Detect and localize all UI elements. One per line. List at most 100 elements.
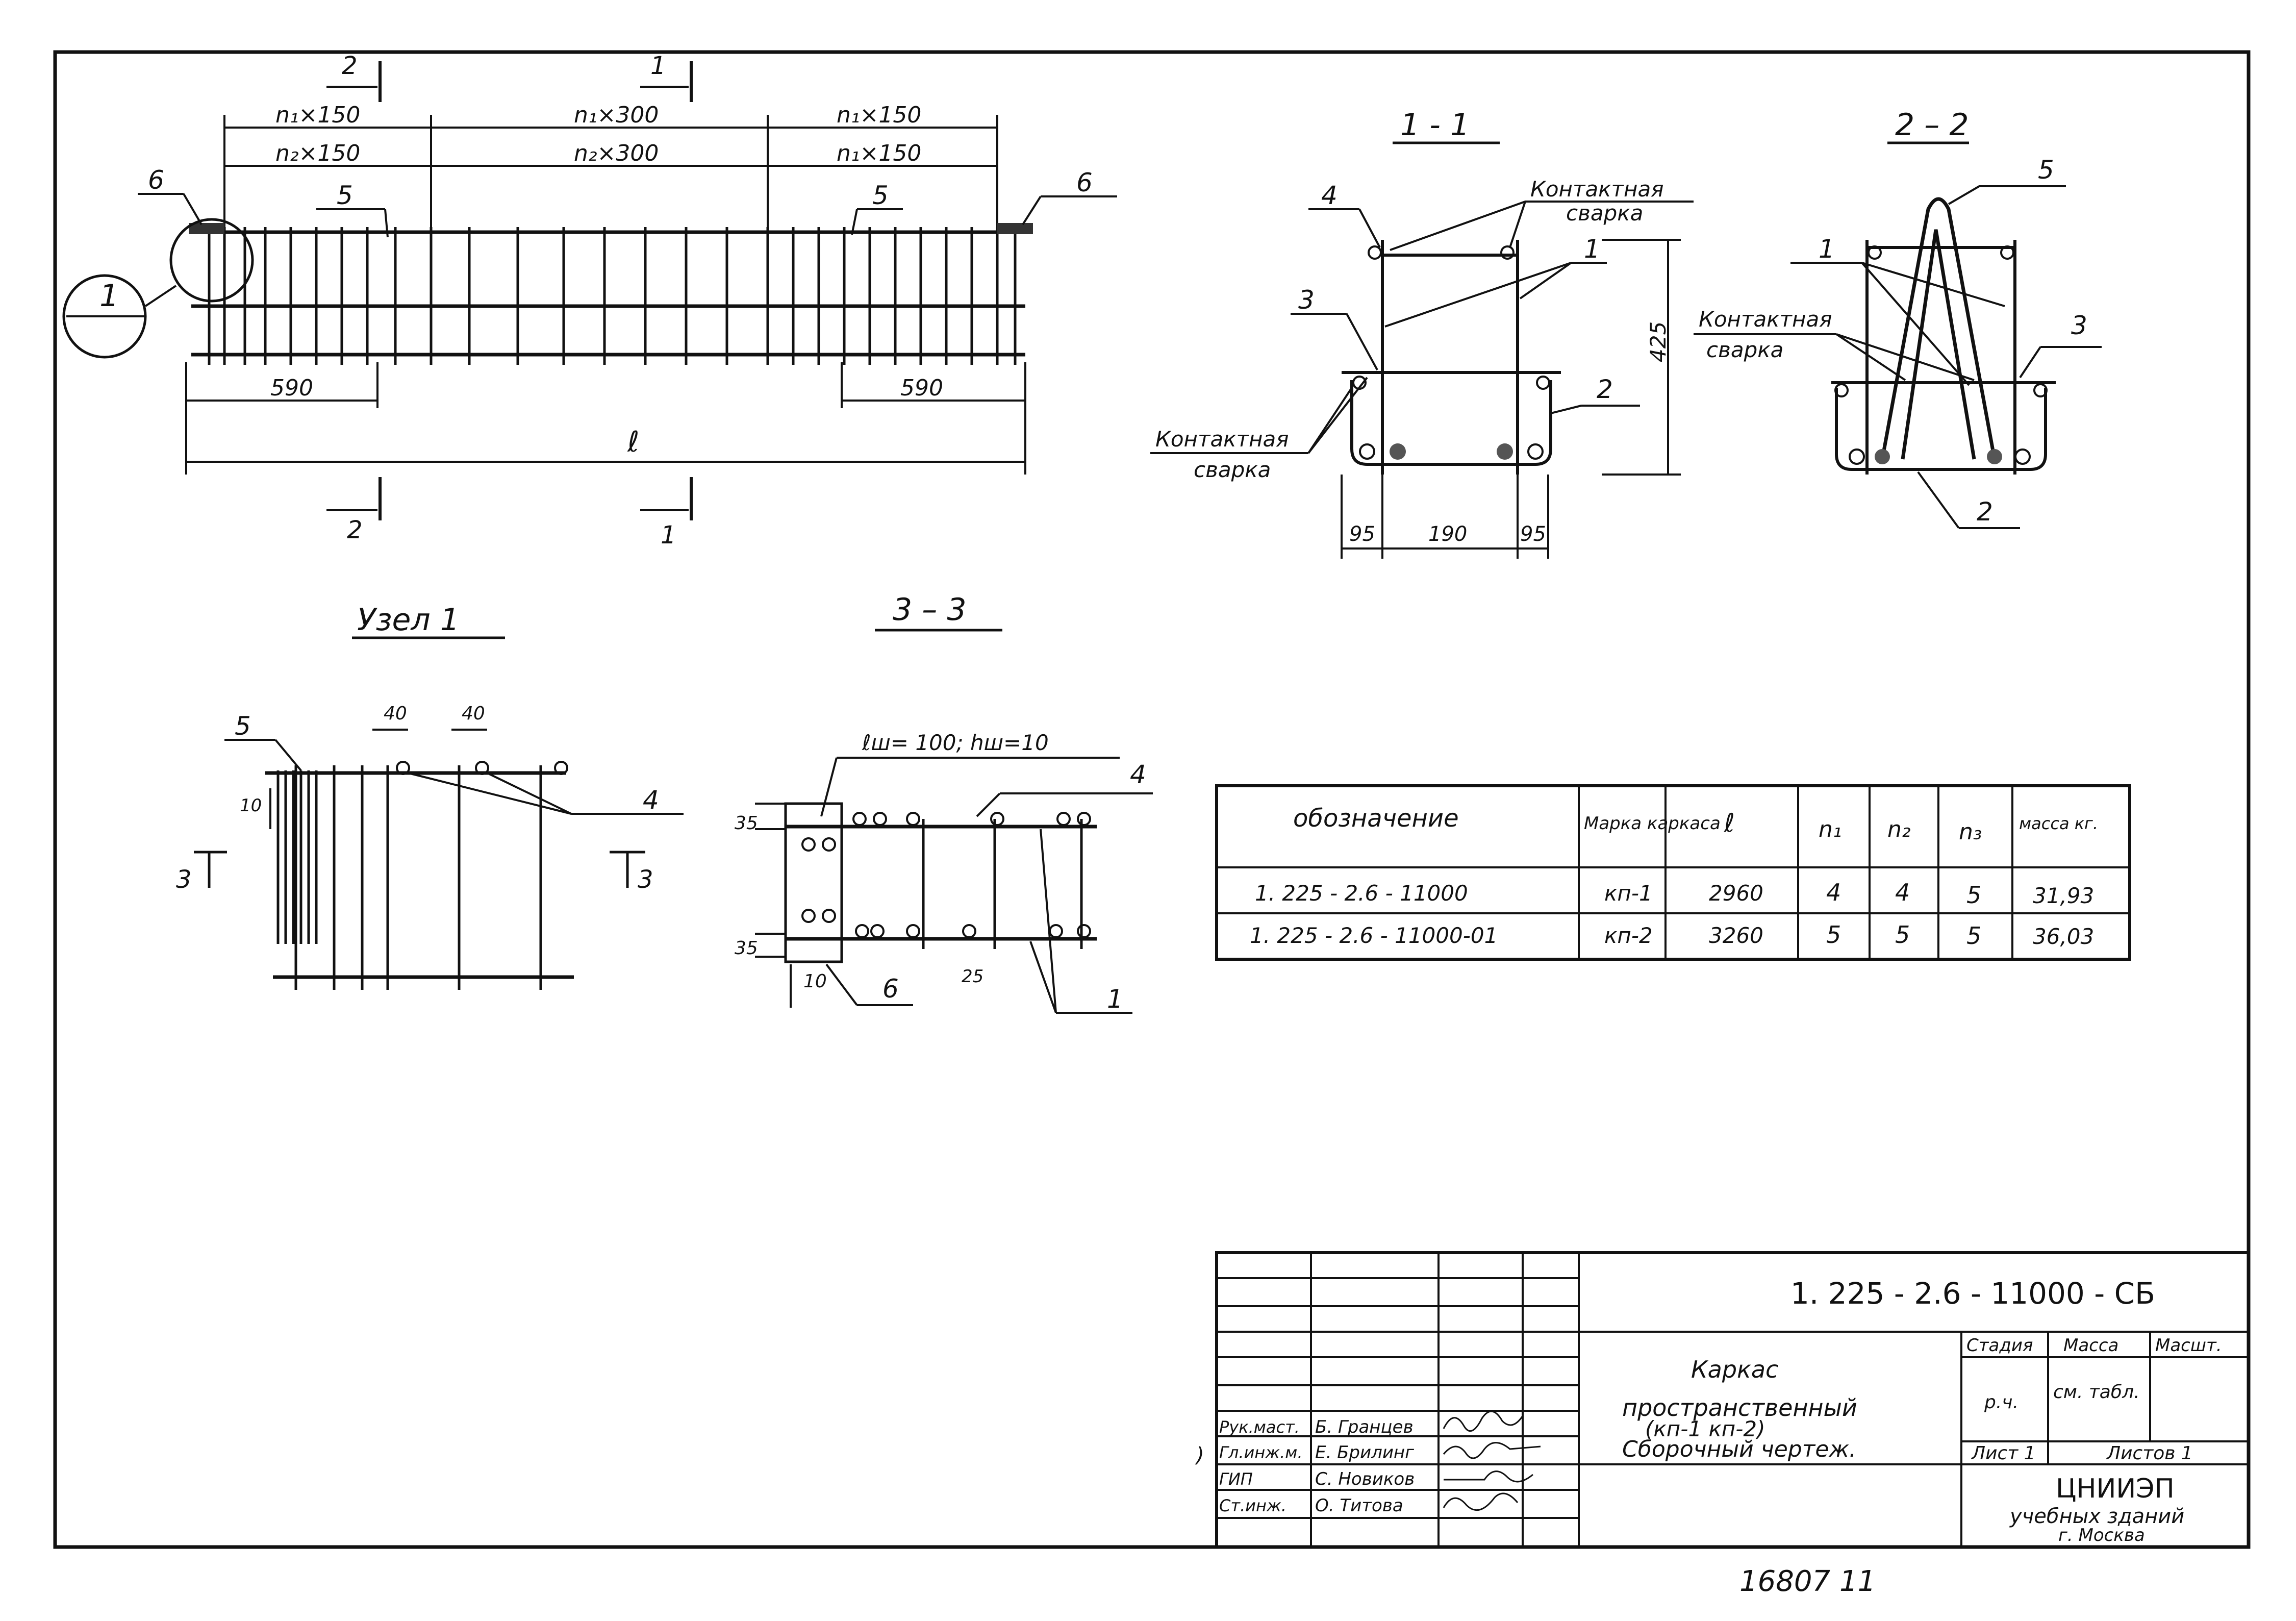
spec-r1-n3: 5 (1966, 881, 1981, 909)
stage-value: р.ч. (1984, 1392, 2019, 1413)
s11-dim-height: 425 (1646, 321, 1671, 362)
title-line-1: Каркас (1691, 1356, 1778, 1383)
s33-label-6: 6 (882, 974, 899, 1004)
s33-dim-35-top: 35 (735, 813, 758, 834)
s33-label-1: 1 (1107, 984, 1123, 1014)
spec-header-designation: обозначение (1293, 804, 1459, 833)
spec-r2-l: 3260 (1709, 923, 1763, 948)
node-1-highlight (169, 218, 254, 303)
signature-1 (1443, 1410, 1524, 1432)
staff-name-4: О. Титова (1315, 1495, 1403, 1516)
staff-role-4: Ст.инж. (1219, 1496, 1286, 1515)
s11-label-4: 4 (1321, 181, 1338, 210)
spec-header-n2: n₂ (1887, 816, 1911, 842)
node-1-label-4: 4 (643, 785, 659, 815)
node-1-number: 1 (99, 278, 119, 314)
org-name: ЦНИИЭП (2056, 1474, 2175, 1504)
s11-weld-bottom-2: сварка (1194, 457, 1271, 482)
section-2-2-title: 2 – 2 (1895, 107, 1969, 143)
spec-header-n1: n₁ (1819, 816, 1842, 842)
dim-n1-150-right: n₁×150 (837, 102, 921, 128)
dim-590-left: 590 (270, 375, 313, 401)
node-1-detail: Узел 1 5 40 40 10 4 3 3 (176, 602, 684, 990)
section-mark-2-top: 2 (342, 52, 358, 80)
spec-r2-mass: 36,03 (2033, 924, 2094, 949)
s22-label-3: 3 (2071, 311, 2087, 340)
s11-weld-bottom-1: Контактная (1155, 427, 1289, 452)
scale-header: Масшт. (2155, 1335, 2222, 1356)
s33-dim-35-bottom: 35 (735, 938, 758, 959)
footer-number: 16807 11 (1739, 1565, 1876, 1598)
s33-dim-10: 10 (803, 971, 827, 992)
s11-dim-95-right: 95 (1520, 522, 1546, 546)
spec-r2-n1: 5 (1826, 921, 1841, 949)
s22-weld-2: сварка (1706, 337, 1783, 362)
staff-name-2: Е. Брилинг (1315, 1442, 1415, 1463)
spec-r1-mass: 31,93 (2033, 883, 2094, 908)
node-1-dim-10: 10 (240, 795, 262, 816)
section-mark-1-bottom: 1 (661, 521, 676, 550)
section-3-3: 3 – 3 ℓш= 100; hш=10 4 6 1 35 (735, 592, 1153, 1014)
dim-n1-300: n₁×300 (574, 102, 659, 128)
s11-weld-top-1: Контактная (1530, 177, 1663, 202)
title-line-3: (кп-1 кп-2) (1645, 1416, 1765, 1441)
org-sub-1: учебных зданий (2009, 1505, 2184, 1528)
dim-590-right: 590 (900, 375, 943, 401)
section-mark-2-bottom: 2 (347, 516, 363, 544)
staff-name-1: Б. Гранцев (1315, 1417, 1414, 1437)
end-plate-right (997, 223, 1033, 234)
spec-r1-n2: 4 (1895, 879, 1910, 906)
node-1-label-5: 5 (235, 711, 251, 741)
dim-n2-150: n₂×150 (275, 140, 360, 166)
s33-weld-note: ℓш= 100; hш=10 (862, 730, 1049, 755)
doc-code: 1. 225 - 2.6 - 11000 - СБ (1790, 1276, 2155, 1311)
node-1-section-3-right: 3 (638, 865, 653, 894)
node-1-dim-40b: 40 (462, 703, 485, 724)
callout-plate-left: 6 (148, 165, 164, 195)
spec-header-mark: Марка каркаса (1584, 813, 1721, 834)
spec-r1-mark: кп-1 (1604, 881, 1653, 906)
staff-role-2: Гл.инж.м. (1219, 1443, 1302, 1462)
end-plate-left (189, 223, 224, 234)
s22-label-5: 5 (2038, 155, 2054, 185)
section-1-1-title: 1 - 1 (1400, 107, 1470, 143)
main-elevation: n₁×150 n₁×300 n₁×150 n₂×150 n₂×300 n₁×15… (62, 52, 1117, 550)
spec-r2-designation: 1. 225 - 2.6 - 11000-01 (1250, 923, 1498, 948)
section-1-1: 1 - 1 4 Контактная сварка 1 3 2 (1150, 107, 1694, 559)
signature-4 (1443, 1492, 1519, 1511)
spec-header-mass: масса кг. (2019, 814, 2098, 833)
sheets-label: Листов 1 (2106, 1443, 2193, 1464)
sheet-label: Лист 1 (1971, 1443, 2036, 1464)
dim-n1-150-left: n₁×150 (275, 102, 360, 128)
staff-role-3: ГИП (1219, 1469, 1253, 1489)
s11-dim-95-left: 95 (1349, 522, 1375, 546)
mass-header: Масса (2063, 1335, 2118, 1356)
dim-n1-150-right-2: n₁×150 (837, 140, 921, 166)
s22-weld-1: Контактная (1699, 307, 1832, 332)
org-sub-2: г. Москва (2058, 1525, 2145, 1545)
spec-table: обозначение Марка каркаса ℓ n₁ n₂ n₃ мас… (1215, 784, 2131, 961)
margin-mark: ) (1195, 1443, 1204, 1467)
spec-header-l: ℓ (1724, 808, 1735, 838)
dim-length: ℓ (627, 426, 639, 459)
s11-label-1: 1 (1584, 234, 1600, 264)
node-1-title: Узел 1 (357, 602, 460, 638)
s22-label-2: 2 (1977, 497, 1993, 527)
section-2-2: 2 – 2 5 1 Контактная сварка 3 2 (1694, 107, 2102, 529)
node-1-section-3-left: 3 (176, 865, 192, 894)
spec-r1-designation: 1. 225 - 2.6 - 11000 (1255, 881, 1468, 906)
node-1-dim-40a: 40 (384, 703, 407, 724)
s33-label-4: 4 (1130, 760, 1146, 789)
title-line-4: Сборочный чертеж. (1622, 1436, 1856, 1462)
title-block: 1. 225 - 2.6 - 11000 - СБ Каркас простра… (1195, 1251, 2250, 1549)
callout-plate-right: 6 (1076, 168, 1093, 197)
s33-dim-25: 25 (962, 966, 983, 987)
spec-r1-l: 2960 (1709, 881, 1763, 906)
s11-label-3: 3 (1298, 285, 1315, 315)
drawing-frame (53, 50, 2251, 1549)
s11-weld-top-2: сварка (1566, 201, 1643, 226)
stage-header: Стадия (1966, 1335, 2033, 1356)
spec-r1-n1: 4 (1826, 879, 1841, 906)
s11-label-2: 2 (1597, 375, 1613, 404)
